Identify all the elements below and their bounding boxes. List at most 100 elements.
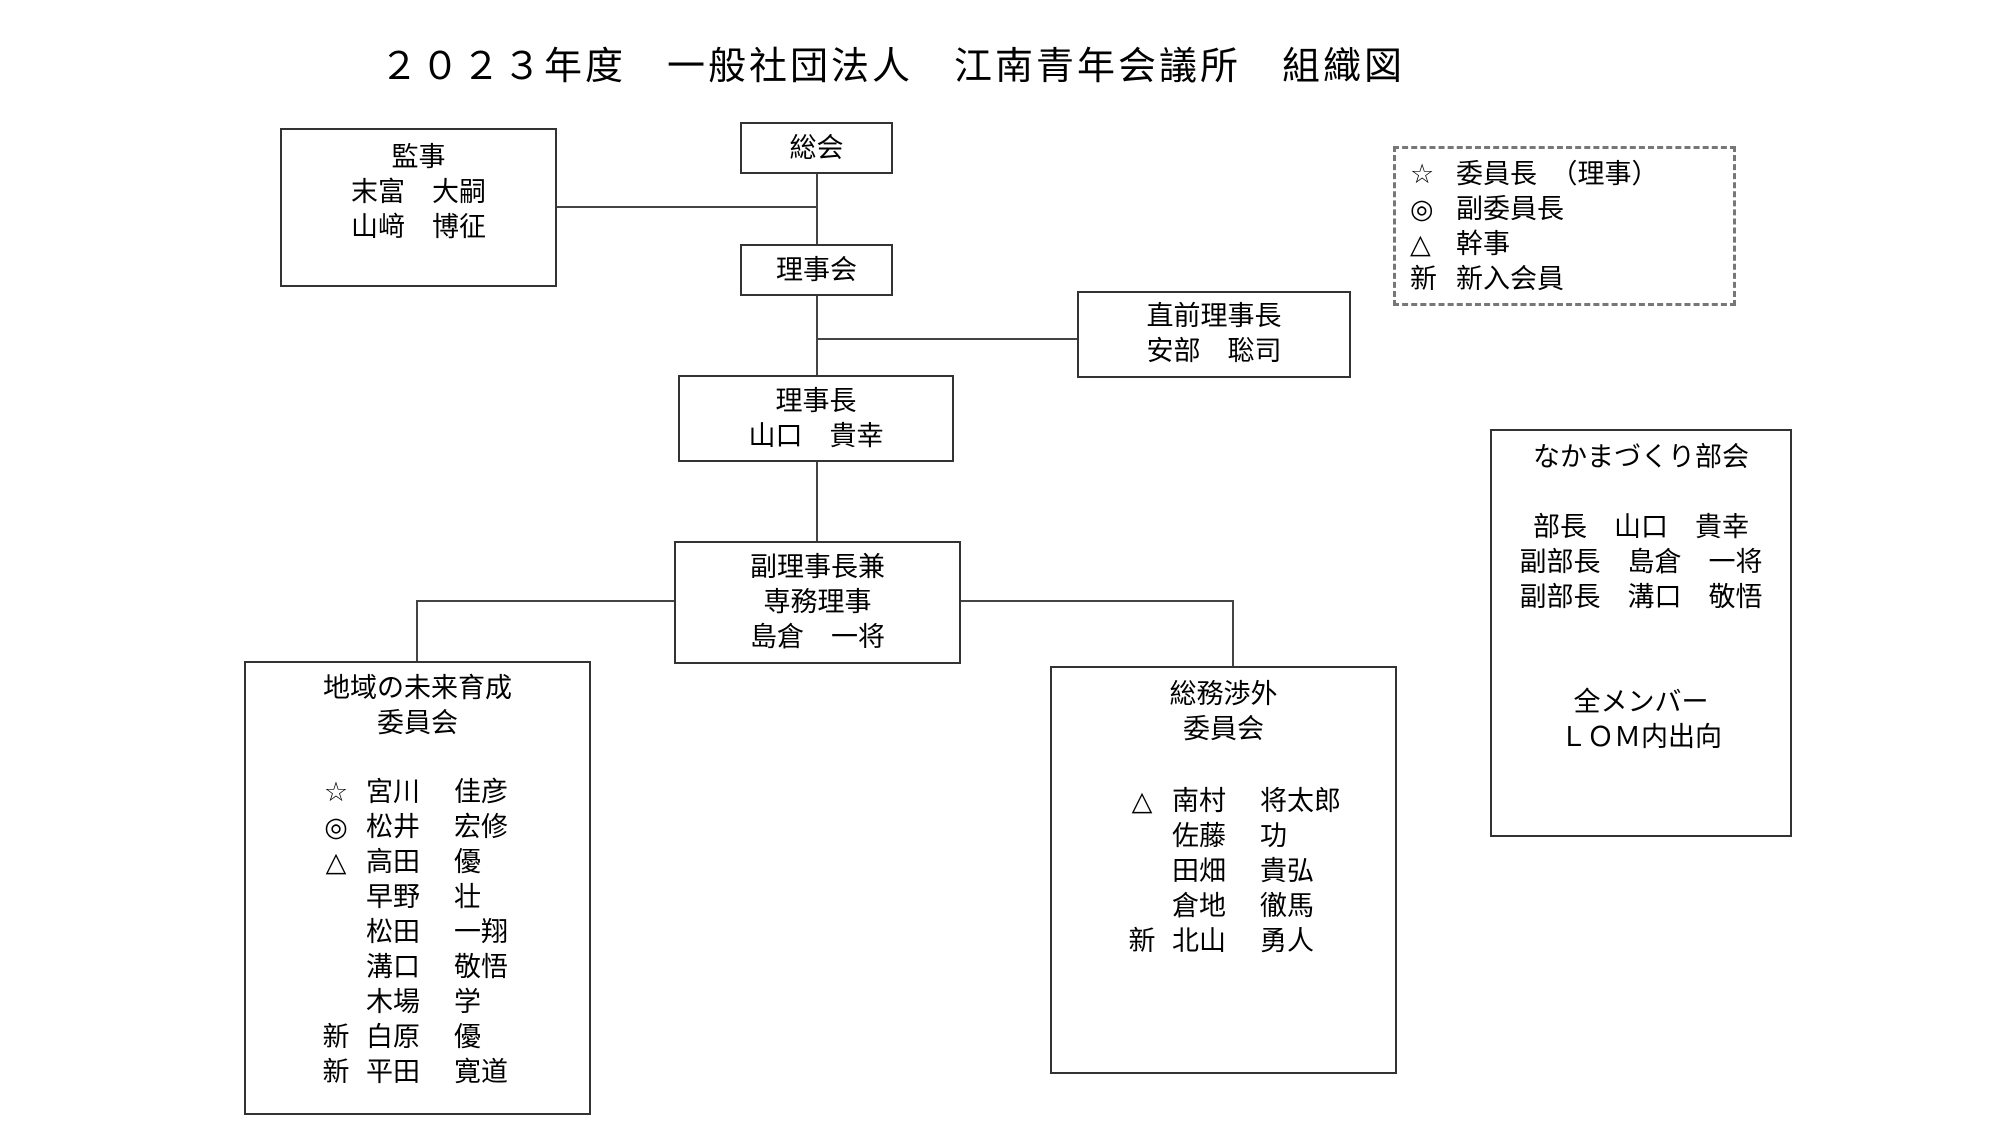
chokuzen-name: 安部 聡司	[1146, 336, 1282, 367]
member-mark: ☆	[323, 777, 349, 808]
connector-rijicho-fuku	[816, 460, 818, 542]
member-given: 優	[454, 847, 481, 878]
kansa-box: 監事 末富 大嗣 山﨑 博征	[280, 128, 557, 287]
legend-text: 副委員長	[1456, 194, 1564, 225]
legend-text: 委員長 （理事）	[1456, 159, 1659, 190]
legend-row: ◎副委員長	[1410, 192, 1733, 227]
kansa-member: 末富 大嗣	[351, 177, 486, 208]
member-surname: 早野	[366, 882, 420, 913]
legend-mark: 新	[1410, 264, 1437, 295]
member-row: 新平田寛道	[306, 1055, 589, 1090]
fuku-line1: 副理事長兼	[750, 552, 885, 583]
member-surname: 田畑	[1172, 856, 1226, 887]
member-given: 佳彦	[454, 777, 508, 808]
rijikai-label: 理事会	[776, 255, 857, 286]
connector-kansa	[556, 206, 818, 208]
member-mark	[1112, 854, 1172, 889]
member-given: 壮	[454, 882, 481, 913]
fuku-name: 島倉 一将	[750, 622, 885, 653]
member-surname: 溝口	[366, 952, 420, 983]
member-mark	[306, 880, 366, 915]
connector-somu	[1232, 600, 1234, 668]
legend-row: ☆ 委員長 （理事）	[1410, 157, 1733, 192]
member-surname: 倉地	[1172, 891, 1226, 922]
member-mark	[1112, 819, 1172, 854]
member-given: 優	[454, 1022, 481, 1053]
member-mark	[306, 950, 366, 985]
chokuzen-box: 直前理事長 安部 聡司	[1077, 291, 1351, 378]
nakama-role: 副部長 島倉 一将	[1519, 547, 1763, 578]
member-row: 松田 一翔	[306, 915, 589, 950]
legend-row: △ 幹事	[1410, 227, 1733, 262]
member-row: ☆ 宮川 佳彦	[306, 775, 589, 810]
member-row: 木場学	[306, 985, 589, 1020]
member-row: △ 南村 将太郎	[1112, 784, 1395, 819]
member-surname: 南村	[1172, 786, 1226, 817]
member-surname: 佐藤	[1172, 821, 1226, 852]
member-row: 早野 壮	[306, 880, 589, 915]
connector-chokuzen	[816, 338, 1078, 340]
kansa-member: 山﨑 博征	[351, 212, 486, 243]
rijicho-name: 山口 貴幸	[748, 421, 884, 452]
member-surname: 松田	[366, 917, 420, 948]
chiiki-committee-box: 地域の未来育成 委員会 ☆宮川佳彦 ◎松井宏修 △高田優 早野壮 松田一翔 溝口…	[244, 661, 591, 1115]
member-given: 一翔	[454, 917, 508, 948]
member-row: 新北山 勇人	[1112, 924, 1395, 959]
rijikai-box: 理事会	[740, 244, 893, 296]
member-mark	[1112, 889, 1172, 924]
chiiki-subtitle: 委員会	[377, 708, 458, 739]
nakama-note: ＬＯＭ内出向	[1560, 722, 1722, 753]
chokuzen-heading: 直前理事長	[1146, 301, 1282, 332]
sokai-label: 総会	[789, 133, 844, 164]
member-row: 倉地徹馬	[1112, 889, 1395, 924]
legend-row: 新新入会員	[1410, 262, 1733, 297]
member-surname: 高田	[366, 847, 420, 878]
member-row: 佐藤 功	[1112, 819, 1395, 854]
member-mark	[306, 915, 366, 950]
nakama-role: 部長 山口 貴幸	[1533, 512, 1749, 543]
legend-mark: ☆	[1410, 159, 1435, 190]
connector-rijikai-rijicho	[816, 296, 818, 376]
member-row: 田畑 貴弘	[1112, 854, 1395, 889]
legend-box: ☆ 委員長 （理事） ◎副委員長 △ 幹事 新新入会員	[1393, 146, 1736, 306]
member-row: 新白原 優	[306, 1020, 589, 1055]
member-surname: 平田	[366, 1057, 420, 1088]
connector-chiiki	[416, 600, 418, 662]
member-given: 功	[1260, 821, 1287, 852]
nakama-note: 全メンバー	[1573, 687, 1709, 718]
somu-committee-box: 総務渉外 委員会 △南村将太郎 佐藤功 田畑貴弘 倉地徹馬 新北山勇人	[1050, 666, 1397, 1074]
nakama-role: 副部長 溝口 敬悟	[1519, 582, 1763, 613]
member-given: 貴弘	[1260, 856, 1314, 887]
rijicho-box: 理事長 山口 貴幸	[678, 375, 954, 462]
member-surname: 白原	[366, 1022, 420, 1053]
member-mark	[306, 985, 366, 1020]
member-mark: 新	[1128, 926, 1156, 957]
member-mark: △	[1131, 786, 1153, 817]
sokai-box: 総会	[740, 122, 893, 174]
member-given: 勇人	[1260, 926, 1314, 957]
connector-sokai-rijikai	[816, 172, 818, 244]
rijicho-heading: 理事長	[775, 386, 857, 417]
member-given: 敬悟	[454, 952, 508, 983]
fuku-line2: 専務理事	[763, 587, 872, 618]
member-given: 学	[454, 987, 481, 1018]
nakama-bukai-box: なかまづくり部会 部長 山口 貴幸 副部長 島倉 一将 副部長 溝口 敬悟 全メ…	[1490, 429, 1792, 837]
member-mark: △	[325, 847, 347, 878]
chiiki-title: 地域の未来育成	[323, 673, 512, 704]
member-given: 寛道	[454, 1057, 508, 1088]
member-mark: 新	[322, 1022, 350, 1053]
member-given: 将太郎	[1260, 786, 1341, 817]
member-surname: 宮川	[366, 777, 420, 808]
member-mark: ◎	[324, 812, 348, 843]
connector-fuku-left	[416, 600, 676, 602]
legend-text: 幹事	[1456, 229, 1510, 260]
member-surname: 松井	[366, 812, 420, 843]
fuku-rijicho-box: 副理事長兼 専務理事 島倉 一将	[674, 541, 961, 664]
member-surname: 北山	[1172, 926, 1226, 957]
page-title: ２０２３年度 一般社団法人 江南青年会議所 組織図	[380, 44, 1406, 88]
legend-text: 新入会員	[1456, 264, 1564, 295]
member-given: 宏修	[454, 812, 508, 843]
member-row: △ 高田 優	[306, 845, 589, 880]
legend-mark: △	[1410, 229, 1431, 260]
somu-title: 総務渉外	[1169, 679, 1278, 710]
